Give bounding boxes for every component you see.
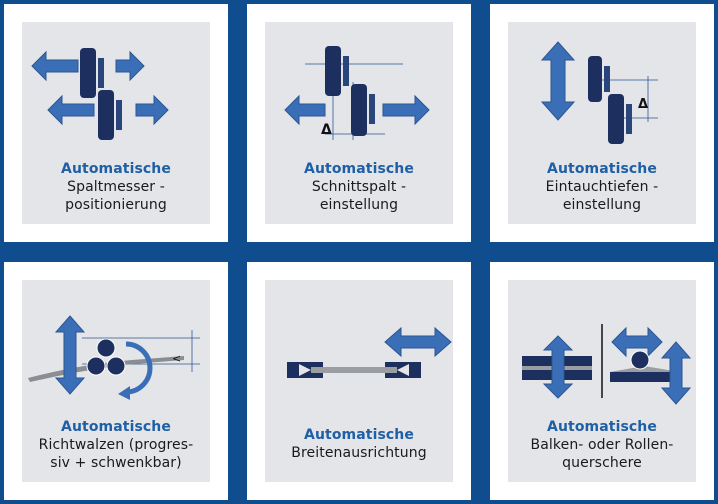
tile-panel: Δ Automatische Schnittspalt - einstellun… xyxy=(265,22,453,224)
strip-icon xyxy=(311,367,397,373)
width-alignment-illustration xyxy=(287,326,452,378)
cutting-gap-illustration: Δ xyxy=(284,46,430,140)
arrow-right-icon xyxy=(382,94,430,126)
roller-icon xyxy=(106,356,126,376)
arrow-updown-icon xyxy=(54,315,86,395)
arrow-left-icon xyxy=(31,50,79,82)
roller-icon xyxy=(630,350,650,370)
tile-caption: Automatische Eintauchtiefen - einstellun… xyxy=(508,160,696,214)
tile-line: Balken- oder Rollen- xyxy=(530,437,674,453)
roller-icon xyxy=(86,356,106,376)
tile-caption: Automatische Spaltmesser - positionierun… xyxy=(22,160,210,214)
rotate-arrow-icon xyxy=(125,341,153,395)
delta-symbol: Δ xyxy=(321,122,332,138)
tile-line: einstellung xyxy=(562,197,642,213)
tile-line: Breitenausrichtung xyxy=(291,445,427,461)
tile-schnittspalt: Δ Automatische Schnittspalt - einstellun… xyxy=(247,4,471,242)
tile-panel: Automatische Spaltmesser - positionierun… xyxy=(22,22,210,224)
arrow-right-icon xyxy=(115,50,145,82)
table-icon xyxy=(610,372,680,382)
tile-spaltmesser: Automatische Spaltmesser - positionierun… xyxy=(4,4,228,242)
tile-heading: Automatische xyxy=(61,161,171,177)
roller-icon xyxy=(351,84,367,136)
arrow-leftright-icon xyxy=(611,326,663,358)
tile-querschere: Automatische Balken- oder Rollen- quersc… xyxy=(490,262,714,500)
tile-line: Richtwalzen (progres- xyxy=(38,437,194,453)
tile-caption: Automatische Schnittspalt - einstellung xyxy=(265,160,453,214)
tile-line: Eintauchtiefen - xyxy=(545,179,659,195)
tile-caption: Automatische Richtwalzen (progres- siv +… xyxy=(22,418,210,472)
arrow-left-icon xyxy=(284,94,326,126)
tile-line: Schnittspalt - xyxy=(311,179,407,195)
tile-panel: Automatische Balken- oder Rollen- quersc… xyxy=(508,280,696,482)
knife-positioning-illustration xyxy=(31,48,169,140)
arrow-left-icon xyxy=(47,94,95,126)
straightening-rollers-illustration: < xyxy=(28,315,200,400)
arrow-updown-icon xyxy=(542,335,574,399)
arrow-right-icon xyxy=(135,94,169,126)
tile-richtwalzen: < Automatische Richtwalzen (progres- siv… xyxy=(4,262,228,500)
tile-line: querschere xyxy=(562,455,642,471)
tile-caption: Automatische Balken- oder Rollen- quersc… xyxy=(508,418,696,472)
angle-symbol: < xyxy=(172,352,181,365)
immersion-depth-illustration: Δ xyxy=(540,41,658,144)
roller-icon xyxy=(588,56,602,102)
arrow-updown-icon xyxy=(540,41,576,121)
tile-caption: Automatische Breitenausrichtung xyxy=(265,426,453,462)
tile-heading: Automatische xyxy=(61,419,171,435)
tile-breitenausrichtung: Automatische Breitenausrichtung xyxy=(247,262,471,500)
tile-heading: Automatische xyxy=(304,427,414,443)
tile-panel: Δ Automatische Eintauchtiefen - einstell… xyxy=(508,22,696,224)
tile-line: siv + schwenkbar) xyxy=(50,455,182,471)
tile-heading: Automatische xyxy=(304,161,414,177)
roller-icon xyxy=(80,48,96,98)
tile-line: Spaltmesser - xyxy=(67,179,165,195)
tile-panel: < Automatische Richtwalzen (progres- siv… xyxy=(22,280,210,482)
tile-heading: Automatische xyxy=(547,419,657,435)
roller-icon xyxy=(325,46,341,96)
cross-shear-illustration xyxy=(522,324,692,405)
roller-icon xyxy=(98,90,114,140)
tile-heading: Automatische xyxy=(547,161,657,177)
delta-symbol: Δ xyxy=(638,97,648,112)
roller-icon xyxy=(96,338,116,358)
roller-icon xyxy=(608,94,624,144)
tile-line: einstellung xyxy=(319,197,399,213)
roller-group xyxy=(80,48,122,140)
tile-line: positionierung xyxy=(65,197,167,213)
tile-panel: Automatische Breitenausrichtung xyxy=(265,280,453,482)
tile-eintauchtiefe: Δ Automatische Eintauchtiefen - einstell… xyxy=(490,4,714,242)
arrow-updown-icon xyxy=(660,341,692,405)
arrow-leftright-icon xyxy=(384,326,452,358)
strip-icon xyxy=(28,356,184,382)
